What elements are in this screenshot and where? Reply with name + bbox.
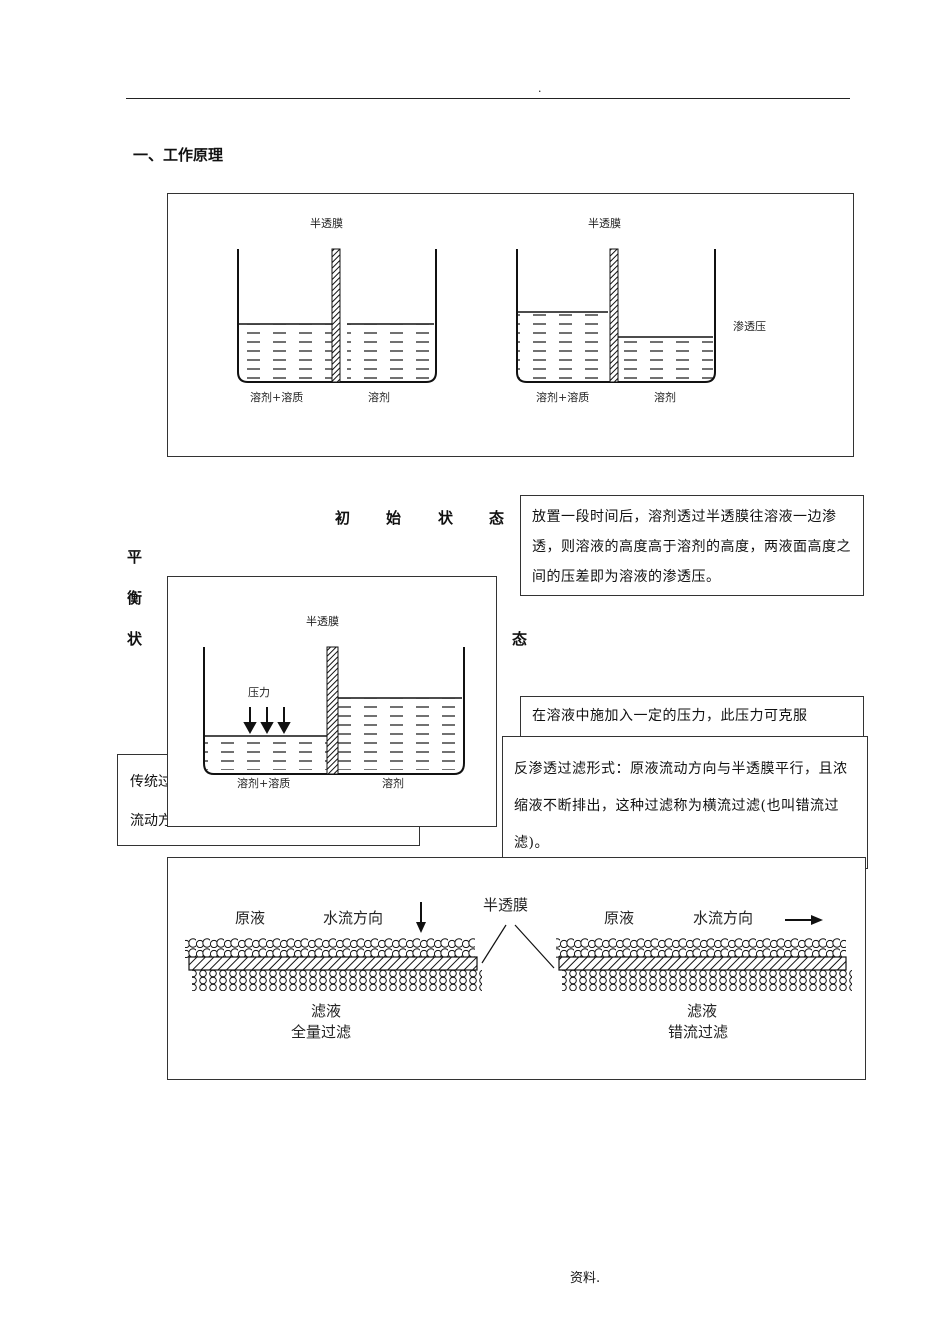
balance-state-char: 态 xyxy=(512,630,528,648)
header-rule xyxy=(126,98,850,99)
footer-text: 资料. xyxy=(570,1271,601,1286)
figure-reverse-osmosis: 半透膜 压力 溶剂+溶质 溶剂 xyxy=(167,576,497,827)
mode-label: 全量过滤 xyxy=(291,1023,351,1041)
feed-particles xyxy=(556,938,846,958)
membrane-layer xyxy=(188,956,478,971)
solvent-label: 溶剂 xyxy=(654,390,676,404)
osmosis-note: 放置一段时间后，溶剂透过半透膜往溶液一边渗透，则溶液的高度高于溶剂的高度，两液面… xyxy=(520,495,864,596)
reverse-osmosis-diagram: 半透膜 压力 溶剂+溶质 溶剂 xyxy=(203,614,465,790)
solution-liquid-raised xyxy=(518,312,608,380)
support-layer xyxy=(562,970,852,991)
membrane-label: 半透膜 xyxy=(310,216,343,230)
filtrate-label: 滤液 xyxy=(311,1002,341,1020)
feed-particles xyxy=(185,938,475,958)
header-mark: . xyxy=(538,82,542,95)
support-layer xyxy=(192,970,482,991)
membrane-layer xyxy=(558,956,847,971)
solution-liquid xyxy=(239,324,332,380)
solution-liquid xyxy=(205,736,327,770)
solution-label: 溶剂+溶质 xyxy=(250,390,303,404)
osmotic-pressure-label: 渗透压 xyxy=(733,319,766,333)
membrane-label: 半透膜 xyxy=(306,614,339,628)
filtration-modes-diagram: 原液 水流方向 滤液 全量过滤 半透膜 原液 水流方向 滤液 错流过滤 xyxy=(185,896,852,1041)
membrane-label: 半透膜 xyxy=(588,216,621,230)
right-arrow-icon xyxy=(785,915,823,925)
flow-direction-label: 水流方向 xyxy=(323,909,383,927)
figure-filtration-modes: 原液 水流方向 滤液 全量过滤 半透膜 原液 水流方向 滤液 错流过滤 xyxy=(167,857,866,1080)
membrane xyxy=(609,248,619,383)
down-arrow-icon xyxy=(416,902,426,933)
section-title: 一、工作原理 xyxy=(133,146,224,164)
osmosis-diagram: 半透膜 溶剂+溶质 溶剂 半透膜 渗透压 溶剂+溶质 溶剂 xyxy=(237,216,766,404)
membrane xyxy=(331,248,341,383)
solution-label: 溶剂+溶质 xyxy=(536,390,589,404)
filtrate-label: 滤液 xyxy=(687,1002,717,1020)
solution-label: 溶剂+溶质 xyxy=(237,776,290,790)
feed-label: 原液 xyxy=(235,909,265,927)
figure-osmosis: 半透膜 溶剂+溶质 溶剂 半透膜 渗透压 溶剂+溶质 溶剂 xyxy=(167,193,854,457)
ro-filtration-note: 反渗透过滤形式：原液流动方向与半透膜平行，且浓缩液不断排出，这种过滤称为横流过滤… xyxy=(502,736,868,869)
flow-direction-label: 水流方向 xyxy=(693,909,753,927)
solvent-label: 溶剂 xyxy=(368,390,390,404)
initial-state-char: 始 xyxy=(386,509,402,527)
initial-state-char: 初 xyxy=(335,509,351,527)
feed-label: 原液 xyxy=(604,909,634,927)
balance-state-char: 状 xyxy=(127,630,143,648)
initial-state-char: 态 xyxy=(489,509,505,527)
balance-state-char: 衡 xyxy=(127,589,143,607)
solvent-liquid xyxy=(338,698,462,770)
solvent-liquid-lowered xyxy=(623,337,713,380)
membrane xyxy=(326,646,339,775)
pressure-label: 压力 xyxy=(248,686,270,699)
pressure-arrows xyxy=(243,707,291,735)
solvent-label: 溶剂 xyxy=(382,776,404,790)
callout-line xyxy=(481,924,507,964)
solvent-liquid xyxy=(347,324,434,380)
traditional-line-1: 传统过 xyxy=(130,774,172,790)
balance-state-char: 平 xyxy=(127,548,143,566)
mode-label: 错流过滤 xyxy=(668,1023,728,1041)
membrane-label: 半透膜 xyxy=(483,896,528,914)
initial-state-char: 状 xyxy=(438,509,454,527)
callout-line xyxy=(514,924,555,969)
